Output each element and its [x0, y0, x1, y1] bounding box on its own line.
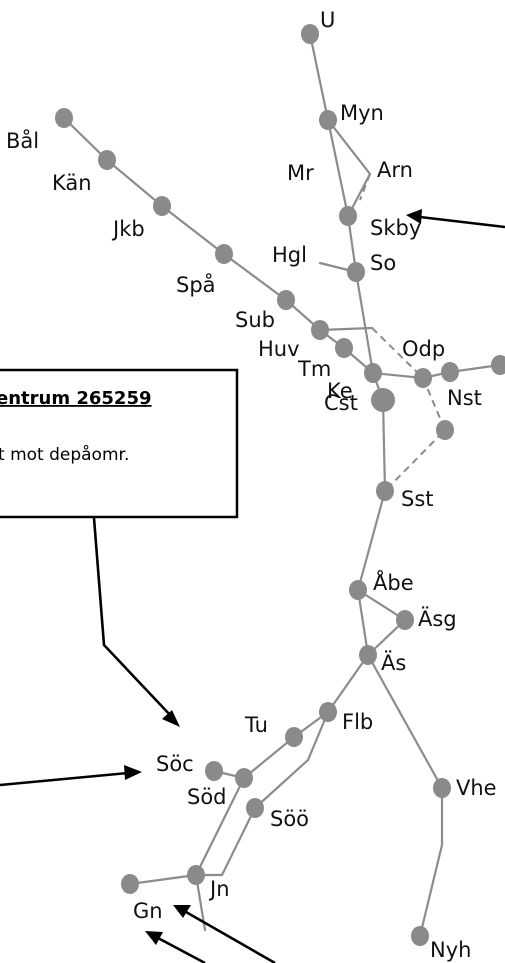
arrow-bottom-to-gn-2 [157, 936, 206, 963]
station-soc[interactable] [205, 761, 223, 781]
label-ke: Ke [327, 379, 353, 403]
dashed-tracks [359, 173, 447, 492]
station-dots [55, 24, 505, 946]
label-flb: Flb [342, 710, 373, 734]
station-depot[interactable] [436, 420, 454, 440]
track-u-myn [308, 32, 330, 122]
arrowhead-left-to-soc [124, 765, 142, 780]
info-box-frame [0, 368, 239, 519]
label-sst: Sst [401, 487, 434, 511]
station-cst[interactable] [371, 388, 395, 412]
station-odp-east[interactable] [441, 362, 459, 382]
label-as: Äs [381, 650, 406, 675]
dashed-track-depot [384, 377, 447, 492]
label-asg: Äsg [418, 606, 457, 631]
track-so-ke [354, 270, 375, 375]
arrow-bottom-to-gn-1 [185, 910, 276, 963]
label-bal: Bål [6, 128, 39, 153]
label-soo: Söö [270, 807, 309, 831]
arrow-left-to-soc [0, 771, 129, 787]
label-tm: Tm [297, 357, 331, 381]
station-nst[interactable] [491, 355, 505, 375]
label-sub: Sub [235, 308, 275, 332]
track-as-vhe [366, 653, 444, 790]
arrow-box-to-soc [92, 517, 173, 718]
track-vhe-nyh [418, 786, 444, 938]
label-vhe: Vhe [456, 776, 497, 800]
station-ke[interactable] [364, 363, 382, 383]
label-abe: Åbe [373, 569, 414, 595]
label-jkb: Jkb [111, 217, 145, 241]
station-so[interactable] [347, 262, 365, 282]
label-skby: Skby [370, 216, 421, 240]
label-arn: Arn [377, 158, 413, 182]
label-gn: Gn [133, 899, 163, 923]
station-sub[interactable] [277, 290, 295, 310]
track-as-flb [326, 653, 370, 714]
track-soo-jn [194, 806, 257, 877]
info-box-title: entrum 265259 [0, 388, 152, 409]
station-flb[interactable] [319, 702, 337, 722]
station-gn[interactable] [121, 874, 139, 894]
station-tu[interactable] [285, 727, 303, 747]
label-u: U [320, 8, 335, 32]
label-jn: Jn [208, 877, 230, 901]
station-bal[interactable] [55, 108, 73, 128]
station-myn[interactable] [319, 110, 337, 130]
station-as[interactable] [359, 645, 377, 665]
label-cst: Cst [324, 391, 358, 415]
station-labels: U Myn Arn Mr Skby Hgl So Bål Kän Jkb Spå… [6, 8, 497, 962]
label-sod: Söd [187, 785, 227, 809]
track-flb-soo [253, 710, 330, 810]
station-vhe[interactable] [433, 778, 451, 798]
info-box-text: t mot depåomr. [0, 444, 129, 465]
label-soc: Söc [156, 752, 194, 776]
annotation-arrows [0, 209, 505, 963]
label-spa: Spå [176, 272, 216, 297]
station-odp[interactable] [414, 368, 432, 388]
label-mr: Mr [287, 161, 314, 185]
station-kan[interactable] [98, 150, 116, 170]
label-nst: Nst [447, 386, 482, 410]
station-skby[interactable] [339, 206, 357, 226]
station-huv[interactable] [311, 320, 329, 340]
arrowhead-bottom-to-gn-1 [173, 905, 191, 918]
arrow-right-to-skby [419, 215, 505, 229]
arrowhead-bottom-to-gn-2 [145, 931, 163, 945]
track-ke-nst [371, 363, 502, 380]
track-abe-as [356, 588, 370, 657]
station-sst[interactable] [376, 481, 394, 501]
track-jn-gn [128, 873, 198, 886]
station-soo[interactable] [246, 798, 264, 818]
station-asg[interactable] [396, 610, 414, 630]
track-abe-asg [356, 588, 407, 622]
label-hgl: Hgl [272, 243, 307, 267]
station-spa[interactable] [215, 244, 233, 264]
label-so: So [370, 251, 396, 275]
arrowhead-right-to-skby [406, 209, 422, 224]
track-sod-jn [194, 776, 246, 877]
arrowhead-box-to-soc [162, 710, 180, 727]
label-tu: Tu [244, 713, 268, 737]
track-cst-sst [381, 398, 387, 493]
label-odp: Odp [402, 337, 445, 361]
station-abe[interactable] [349, 580, 367, 600]
station-jkb[interactable] [153, 196, 171, 216]
station-sod[interactable] [235, 768, 253, 788]
track-myn-mr-skby [326, 118, 350, 218]
label-huv: Huv [258, 337, 300, 361]
station-tm[interactable] [335, 338, 353, 358]
station-nyh[interactable] [411, 926, 429, 946]
dashed-track-arn [359, 173, 371, 201]
label-myn: Myn [340, 101, 384, 125]
label-kan: Kän [52, 171, 92, 195]
label-nyh: Nyh [430, 938, 471, 962]
station-u[interactable] [301, 24, 319, 44]
track-myn-arn-skby [326, 118, 372, 218]
station-jn[interactable] [187, 865, 205, 885]
track-sst-abe [356, 489, 387, 592]
info-box: entrum 265259 t mot depåomr. [0, 368, 239, 519]
